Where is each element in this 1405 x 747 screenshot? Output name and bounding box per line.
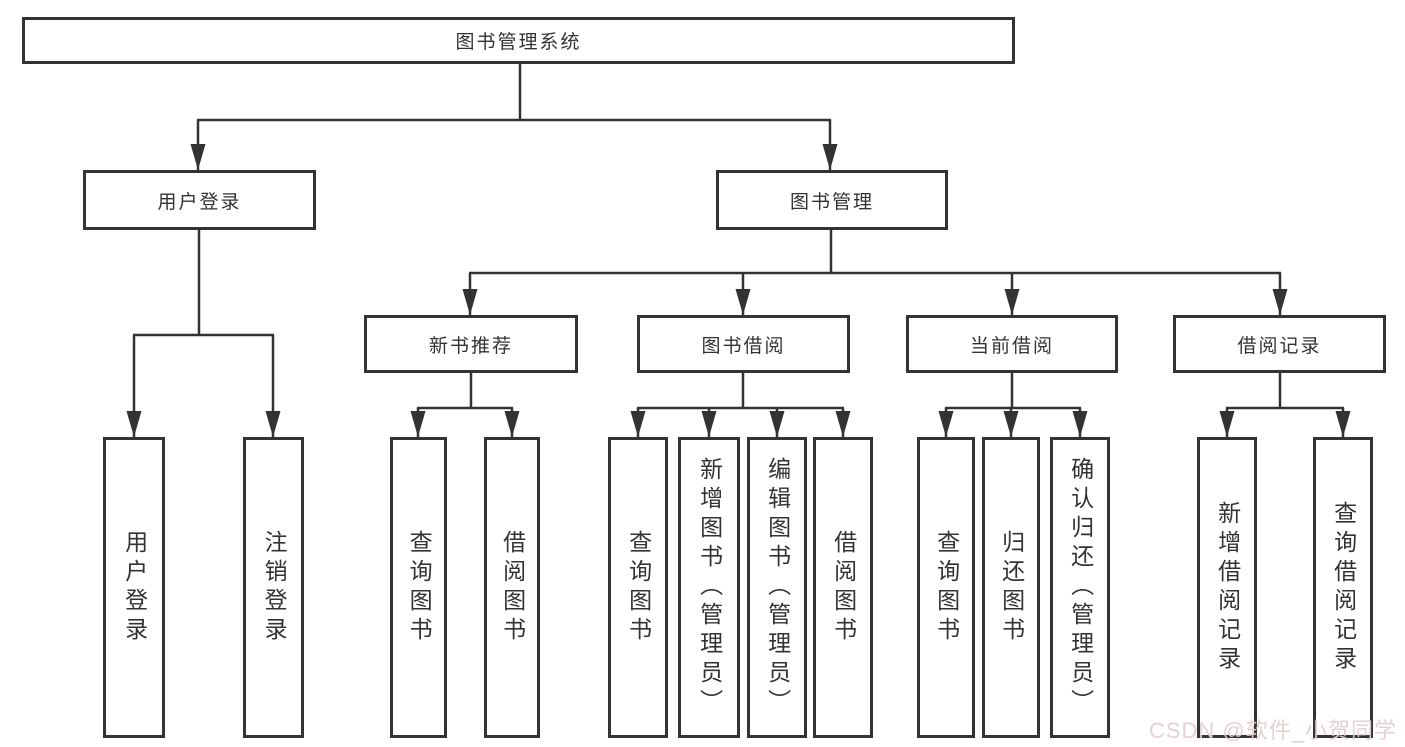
node-current-borrow: 当前借阅 xyxy=(906,315,1118,373)
node-book-management-module: 图书管理 xyxy=(716,170,948,230)
leaf-add-book-admin: 新增图书（管理员） xyxy=(678,437,740,738)
leaf-add-borrow-record: 新增借阅记录 xyxy=(1197,437,1257,738)
leaf-return-book: 归还图书 xyxy=(982,437,1040,738)
leaf-logout: 注销登录 xyxy=(243,437,304,738)
node-root-system: 图书管理系统 xyxy=(22,17,1015,64)
leaf-confirm-return-admin: 确认归还（管理员） xyxy=(1050,437,1110,738)
node-book-borrow: 图书借阅 xyxy=(637,315,850,373)
node-borrow-records: 借阅记录 xyxy=(1173,315,1386,373)
node-user-login-module: 用户登录 xyxy=(83,170,316,230)
leaf-query-book-recommend: 查询图书 xyxy=(390,437,447,738)
leaf-user-login: 用户登录 xyxy=(103,437,165,738)
csdn-watermark: CSDN @软件_小贺同学 xyxy=(1148,718,1397,743)
leaf-edit-book-admin: 编辑图书（管理员） xyxy=(747,437,807,738)
node-new-book-recommend: 新书推荐 xyxy=(364,315,578,373)
leaf-query-book-borrow: 查询图书 xyxy=(608,437,668,738)
leaf-query-borrow-record: 查询借阅记录 xyxy=(1313,437,1373,738)
leaf-borrow-book-recommend: 借阅图书 xyxy=(484,437,540,738)
leaf-borrow-book: 借阅图书 xyxy=(813,437,873,738)
leaf-query-book-current: 查询图书 xyxy=(917,437,975,738)
